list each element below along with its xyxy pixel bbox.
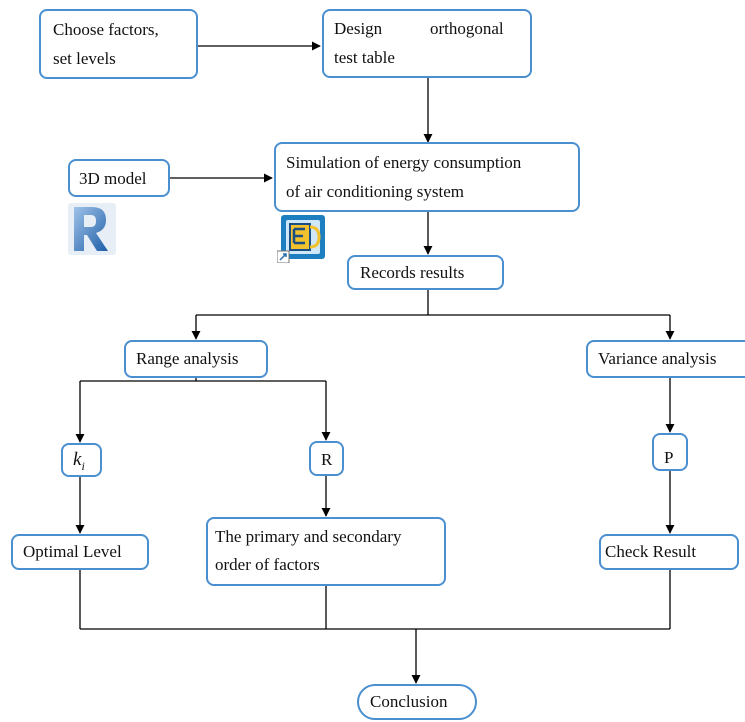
simulation-node: Simulation of energy consumption of air … — [274, 142, 580, 212]
r-label: R — [321, 450, 333, 469]
variance-analysis-label: Variance analysis — [598, 349, 717, 368]
simulation-line1: Simulation of energy consumption — [286, 153, 522, 172]
p-node: P — [652, 433, 688, 471]
r-node: R — [309, 441, 344, 476]
primary-secondary-line2: order of factors — [215, 555, 320, 574]
p-label: P — [664, 448, 674, 467]
design-word1: Design — [334, 19, 383, 38]
choose-factors-line2: set levels — [53, 49, 116, 68]
design-table-node: Design orthogonal test table — [322, 9, 532, 78]
revit-logo-icon — [68, 203, 116, 255]
records-results-node: Records results — [347, 255, 504, 290]
simulation-line2: of air conditioning system — [286, 182, 465, 201]
choose-factors-line1: Choose factors, — [53, 20, 159, 39]
records-results-label: Records results — [360, 263, 465, 282]
choose-factors-node: Choose factors, set levels — [39, 9, 198, 79]
check-result-label: Check Result — [605, 542, 697, 561]
conclusion-label: Conclusion — [370, 692, 448, 711]
optimal-level-label: Optimal Level — [23, 542, 122, 561]
ki-node: ki — [61, 443, 102, 477]
range-analysis-node: Range analysis — [124, 340, 268, 378]
range-analysis-label: Range analysis — [136, 349, 239, 368]
check-result-node: Check Result — [599, 534, 739, 570]
model-3d-label: 3D model — [79, 169, 147, 188]
energyplus-app-icon — [277, 213, 327, 263]
primary-secondary-line1: The primary and secondary — [215, 527, 402, 546]
design-line2: test table — [334, 48, 395, 67]
design-word2: orthogonal — [430, 19, 504, 38]
ki-subscript: i — [81, 458, 85, 473]
ki-label: ki — [73, 449, 85, 474]
optimal-level-node: Optimal Level — [11, 534, 149, 570]
primary-secondary-order-node: The primary and secondary order of facto… — [206, 517, 446, 586]
ki-base: k — [73, 449, 82, 470]
variance-analysis-node: Variance analysis — [586, 340, 745, 378]
conclusion-node: Conclusion — [357, 684, 477, 720]
model-3d-node: 3D model — [68, 159, 170, 197]
